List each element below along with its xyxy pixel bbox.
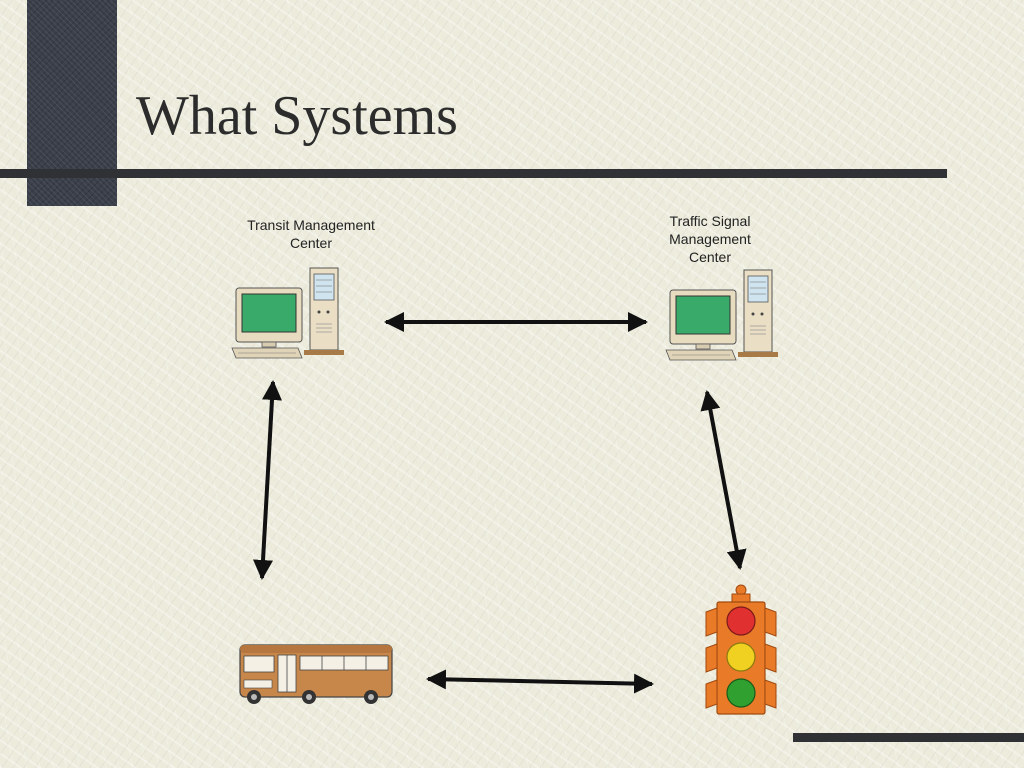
- transit-center-label: Transit Management Center: [247, 217, 375, 251]
- traffic-light-icon: [705, 584, 777, 715]
- arrow-transit-to-bus: [253, 380, 282, 580]
- bus-icon: [239, 644, 393, 704]
- slide-title: What Systems: [136, 85, 458, 147]
- arrow-bus-to-signal: [426, 669, 654, 694]
- title-divider: [0, 169, 947, 178]
- arrow-traffic-to-signal: [700, 390, 747, 570]
- footer-divider: [793, 733, 1024, 742]
- traffic-center-label: Traffic Signal Management Center: [669, 213, 751, 265]
- traffic-center-computer-icon: [665, 269, 779, 361]
- transit-center-computer-icon: [231, 267, 345, 359]
